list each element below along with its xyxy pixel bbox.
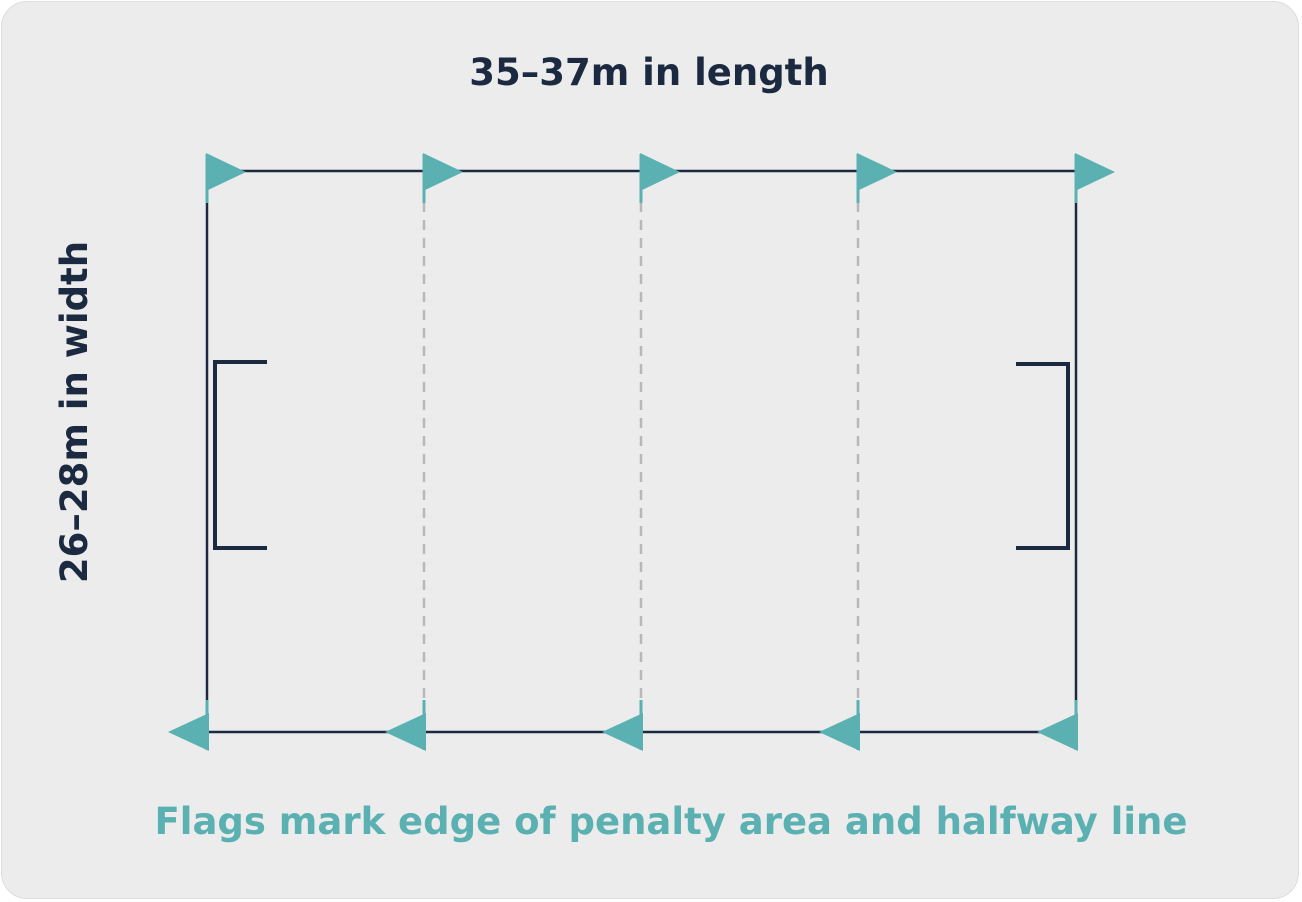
flags-caption: Flags mark edge of penalty area and half… <box>154 800 1188 843</box>
flag-icon <box>819 713 860 751</box>
bottom-flag-3 <box>602 700 643 751</box>
bottom-flag-4 <box>819 700 860 751</box>
flag-icon <box>385 713 426 751</box>
bottom-flag-2 <box>385 700 426 751</box>
length-label: 35–37m in length <box>469 51 829 94</box>
flag-icon <box>640 153 680 191</box>
bottom-flag-5 <box>1037 700 1078 751</box>
left-goal-icon <box>213 360 267 550</box>
bottom-flag-1 <box>168 700 209 751</box>
flag-icon <box>168 713 209 751</box>
top-flag-4 <box>856 153 897 203</box>
flag-icon <box>1075 153 1115 191</box>
top-flag-3 <box>639 153 680 203</box>
flag-icon <box>602 713 643 751</box>
flag-icon <box>857 153 897 191</box>
flag-icon <box>423 153 463 191</box>
top-flag-5 <box>1074 153 1115 203</box>
flag-icon <box>1037 713 1078 751</box>
width-label: 26–28m in width <box>53 240 96 584</box>
flag-icon <box>206 153 246 191</box>
right-goal-icon <box>1016 362 1070 550</box>
top-flag-2 <box>422 153 463 203</box>
top-flag-1 <box>205 153 246 203</box>
